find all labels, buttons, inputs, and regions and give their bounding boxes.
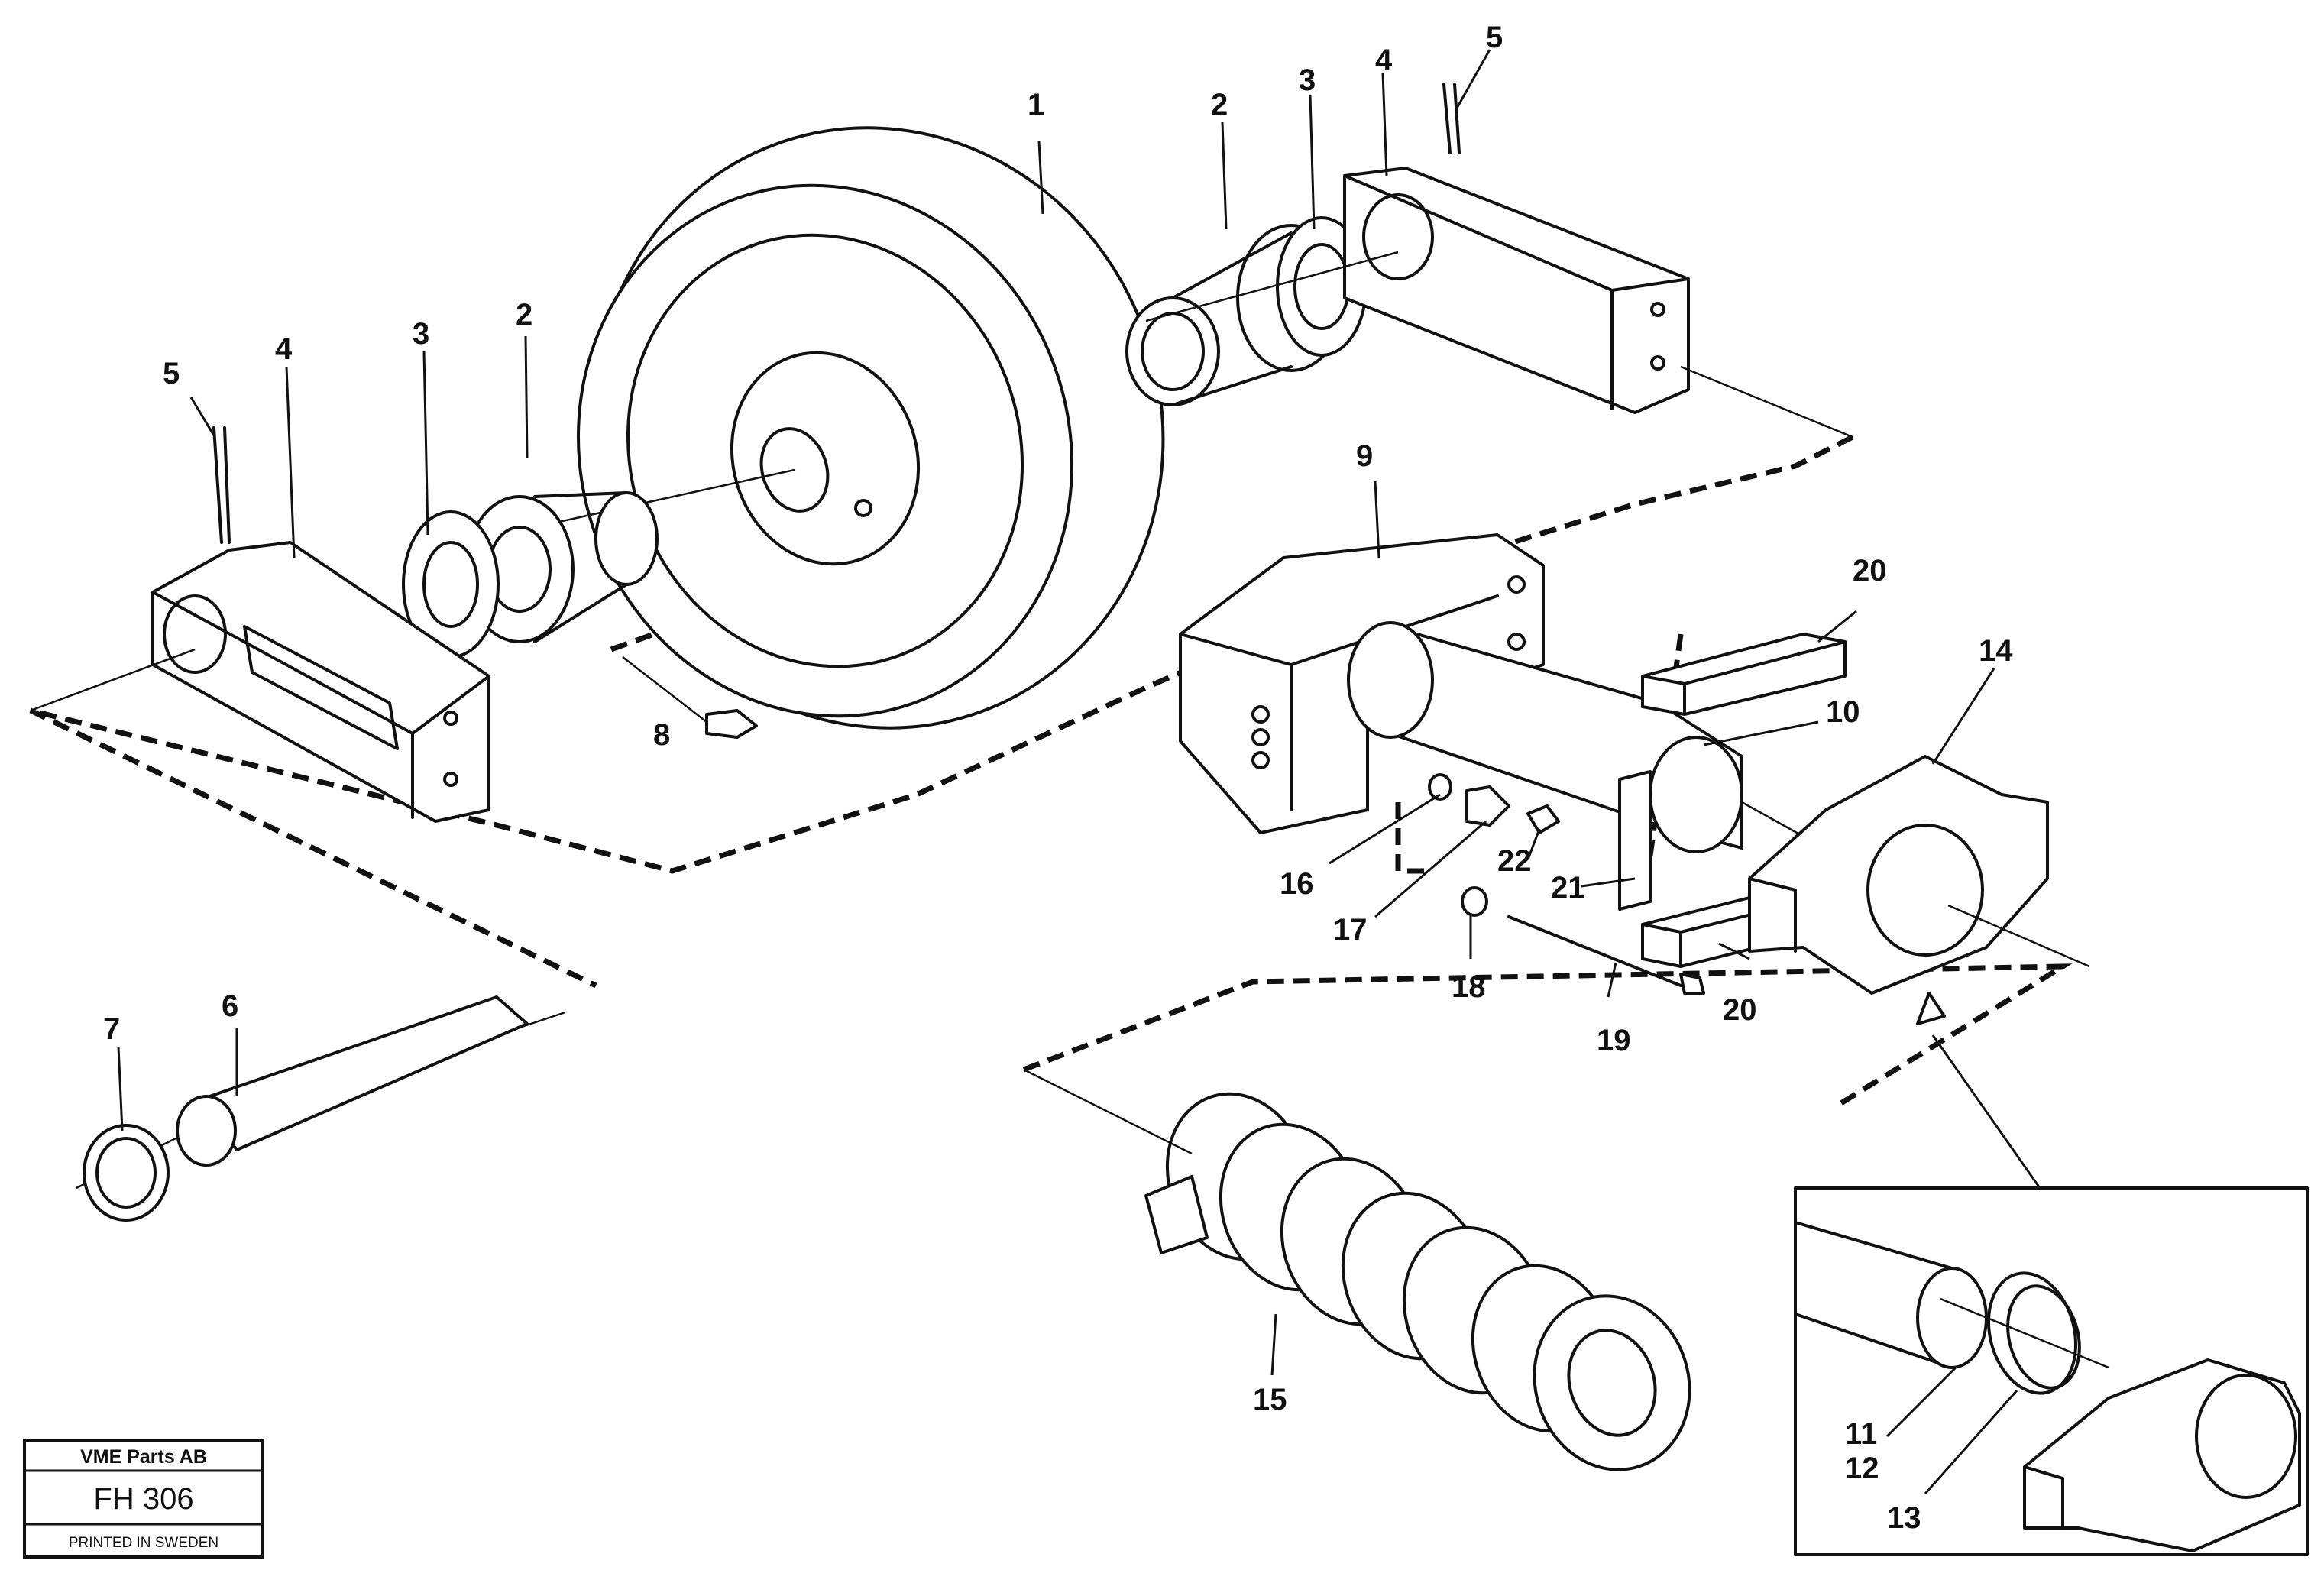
callout-13: 13	[1887, 1501, 1921, 1535]
company-name: VME Parts AB	[80, 1446, 207, 1468]
callout-1: 1	[1028, 88, 1044, 121]
callout-20-top: 20	[1853, 554, 1887, 588]
callout-21: 21	[1551, 871, 1585, 905]
callout-10: 10	[1826, 695, 1860, 729]
callout-17: 17	[1333, 913, 1368, 947]
leader-lines	[117, 49, 2018, 1494]
grease-fittings	[622, 656, 1705, 995]
pivot-pin	[76, 995, 566, 1190]
print-note: PRINTED IN SWEDEN	[69, 1535, 218, 1551]
recoil-spring	[1023, 1068, 1691, 1471]
callout-14: 14	[1979, 634, 2013, 668]
spacer-bar-top	[1641, 633, 1847, 716]
callout-20-bottom: 20	[1723, 993, 1757, 1027]
idler-wheel	[534, 126, 1165, 730]
callout-2-right: 2	[1211, 88, 1228, 121]
right-pin	[1442, 83, 1461, 154]
front-yoke	[1748, 755, 2090, 995]
callout-4-right: 4	[1375, 44, 1393, 77]
callout-15: 15	[1253, 1383, 1287, 1416]
drawing-code: FH 306	[93, 1482, 193, 1516]
left-bushing	[464, 491, 659, 643]
left-bracket	[30, 541, 490, 823]
callout-8: 8	[653, 718, 670, 752]
callout-7: 7	[103, 1012, 120, 1046]
callout-6: 6	[222, 989, 238, 1023]
callout-19: 19	[1597, 1024, 1631, 1057]
callout-11: 11	[1845, 1417, 1877, 1451]
callouts: 1 2 3 4 5 2 3 4 5 6 7 8 9 10 11 12 13 14…	[103, 21, 2013, 1535]
callout-2-left: 2	[516, 298, 532, 332]
wedge-plate	[1618, 770, 1652, 911]
title-block: VME Parts AB FH 306 PRINTED IN SWEDEN	[23, 1439, 264, 1559]
right-bracket	[1145, 167, 1853, 439]
callout-16: 16	[1280, 867, 1314, 901]
callout-12: 12	[1845, 1452, 1879, 1485]
callout-18: 18	[1452, 970, 1486, 1004]
callout-5-right: 5	[1486, 21, 1503, 54]
callout-22: 22	[1497, 844, 1532, 878]
detail-inset	[1794, 992, 2309, 1556]
callout-9: 9	[1356, 439, 1373, 473]
left-pin	[212, 426, 231, 544]
retaining-ring	[83, 1124, 170, 1222]
callout-3-left: 3	[413, 317, 429, 351]
callout-4-left: 4	[275, 332, 293, 366]
callout-3-right: 3	[1299, 63, 1316, 97]
callout-5-left: 5	[163, 357, 180, 390]
